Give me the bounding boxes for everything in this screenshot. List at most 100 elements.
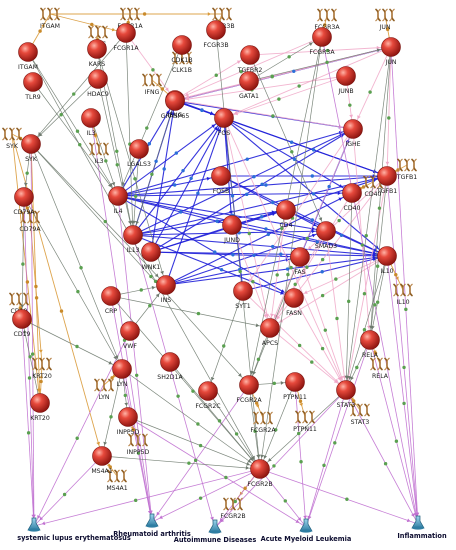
gene-node-FCGR3A[interactable]: FCGR3A xyxy=(314,8,340,31)
edge-junction-dot xyxy=(217,419,222,423)
disease-node-d_SLE[interactable]: systemic lupus erythematosus xyxy=(17,517,131,542)
edge-junction-dot xyxy=(272,381,276,386)
protein-node-SH2D1A[interactable]: SH2D1A xyxy=(157,352,183,382)
protein-node-ITGAM[interactable]: ITGAM xyxy=(18,42,38,72)
protein-node-FCGR2A[interactable]: FCGR2A xyxy=(236,375,262,405)
gene-node-PTPN11[interactable]: PTPN11 xyxy=(293,410,317,433)
edge-junction-dot xyxy=(323,23,327,27)
protein-node-JUND[interactable]: JUND xyxy=(222,215,242,245)
gene-node-TGFB1[interactable]: TGFB1 xyxy=(396,158,417,181)
protein-node-FOSB[interactable]: FOSB xyxy=(211,166,231,196)
edge-FOS-IL10 xyxy=(223,117,388,257)
protein-node-FCGR2C[interactable]: FCGR2C xyxy=(195,381,221,411)
gene-node-JUN[interactable]: JUN xyxy=(374,8,396,31)
protein-sphere-icon xyxy=(123,225,143,245)
protein-node-CD4[interactable]: CD4 xyxy=(276,200,296,230)
disease-node-d_AML[interactable]: Acute Myeloid Leukemia xyxy=(261,518,352,543)
edge-STAT3-d_AML xyxy=(305,389,347,528)
gene-node-ITGAM[interactable]: ITGAM xyxy=(39,7,61,30)
edge-junction-dot xyxy=(260,182,264,187)
gene-node-SYK[interactable]: SYK xyxy=(1,127,23,150)
gene-dna-icon xyxy=(19,210,41,224)
protein-node-CD40[interactable]: CD40 xyxy=(342,183,362,213)
protein-node-SMAD3[interactable]: SMAD3 xyxy=(315,221,337,251)
edge-arrowhead xyxy=(238,373,242,377)
protein-node-KARS[interactable]: KARS xyxy=(87,39,107,69)
gene-node-INPP5D[interactable]: INPP5D xyxy=(127,433,150,456)
protein-node-INS[interactable]: INS xyxy=(156,275,176,305)
edge-SYT1-STAT3 xyxy=(242,290,347,391)
edge-junction-dot xyxy=(333,441,337,445)
gene-label: IL10 xyxy=(396,299,409,306)
gene-label: SYK xyxy=(6,143,19,150)
gene-node-STAT3[interactable]: STAT3 xyxy=(349,403,371,426)
protein-node-SYT1[interactable]: SYT1 xyxy=(233,281,253,311)
protein-node-VWF[interactable]: VWF xyxy=(120,321,140,351)
gene-node-KRT20[interactable]: KRT20 xyxy=(31,357,53,380)
protein-sphere-icon xyxy=(198,381,218,401)
gene-node-IFNG[interactable]: IFNG xyxy=(141,73,163,96)
gene-node-CD79A[interactable]: CD79A xyxy=(19,210,41,233)
gene-node-IL10[interactable]: IL10 xyxy=(392,283,414,306)
protein-node-CRP[interactable]: CRP xyxy=(101,286,121,316)
protein-node-CD19[interactable]: CD19 xyxy=(12,309,32,339)
gene-node-MS4A1[interactable]: MS4A1 xyxy=(106,469,128,492)
protein-node-MS4A1[interactable]: MS4A1 xyxy=(91,446,113,476)
edge-arrowhead xyxy=(121,182,126,186)
gene-dna-icon xyxy=(93,378,115,392)
protein-node-PTPN11[interactable]: PTPN11 xyxy=(283,372,307,402)
edge-junction-dot xyxy=(189,176,193,180)
disease-label: Acute Myeloid Leukemia xyxy=(261,535,352,543)
gene-node-FCGR2B[interactable]: FCGR2B xyxy=(220,497,246,520)
protein-node-TGFBR2[interactable]: TGFBR2 xyxy=(237,45,263,75)
protein-node-STAT3[interactable]: STAT3 xyxy=(336,380,356,410)
gene-node-RELA[interactable]: RELA xyxy=(369,357,391,380)
disease-node-d_INF[interactable]: Inflammation xyxy=(397,515,447,540)
protein-label: KRT20 xyxy=(30,415,50,422)
protein-node-GATA1[interactable]: GATA1 xyxy=(239,71,259,101)
protein-node-GRASP65[interactable]: GRASP65 xyxy=(161,91,190,121)
protein-node-KRT20[interactable]: KRT20 xyxy=(30,393,50,423)
protein-node-IL13[interactable]: IL13 xyxy=(123,225,143,255)
edge-IL4-FASN xyxy=(117,195,295,299)
protein-label: TGFB1 xyxy=(376,188,397,195)
edge-junction-dot xyxy=(139,288,143,292)
edge-arrowhead xyxy=(295,519,300,523)
edge-junction-dot xyxy=(360,243,365,247)
protein-node-CD79A[interactable]: CD79A xyxy=(13,187,35,217)
protein-node-FAS[interactable]: FAS xyxy=(290,247,310,277)
protein-node-IL3[interactable]: IL3 xyxy=(81,108,101,138)
protein-node-SYK[interactable]: SYK xyxy=(21,134,41,164)
edge-junction-dot xyxy=(355,365,359,370)
protein-label: CD19 xyxy=(14,331,31,338)
protein-node-TGFB1[interactable]: TGFB1 xyxy=(376,166,397,196)
protein-node-FCGR1A[interactable]: FCGR1A xyxy=(113,23,139,53)
disease-node-d_AID[interactable]: Autoimmune Diseases xyxy=(174,519,257,544)
protein-node-FASN[interactable]: FASN xyxy=(284,288,304,318)
protein-node-LGALS3[interactable]: LGALS3 xyxy=(127,139,151,169)
protein-node-IGHE[interactable]: IGHE xyxy=(343,119,363,149)
protein-node-FCGR2B[interactable]: FCGR2B xyxy=(247,459,273,489)
protein-node-APCS[interactable]: APCS xyxy=(260,318,280,348)
protein-node-WNK1[interactable]: WNK1 xyxy=(141,242,161,272)
protein-node-TLR9[interactable]: TLR9 xyxy=(23,72,43,102)
protein-node-CLK1[interactable]: CDK1B xyxy=(171,35,193,65)
protein-node-IL10[interactable]: IL10 xyxy=(377,246,397,276)
protein-node-HDAC9[interactable]: HDAC9 xyxy=(87,69,109,99)
edge-arrowhead xyxy=(107,183,112,188)
gene-label: CD79A xyxy=(19,226,41,233)
protein-node-JUNB[interactable]: JUNB xyxy=(336,66,356,96)
gene-node-FCGR2A[interactable]: FCGR2A xyxy=(250,411,276,434)
protein-node-LYN[interactable]: LYN xyxy=(112,359,132,389)
protein-node-INPP5D[interactable]: INPP5D xyxy=(117,407,140,437)
protein-node-JUN[interactable]: JUN xyxy=(381,37,401,67)
protein-node-FCGR3B[interactable]: FCGR3B xyxy=(203,20,229,50)
gene-node-LYN[interactable]: LYN xyxy=(93,378,115,401)
protein-node-FCGR3A[interactable]: FCGR3A xyxy=(309,27,335,57)
protein-node-FOS[interactable]: FOS xyxy=(214,108,234,138)
gene-node-IL3[interactable]: IL3 xyxy=(88,142,110,165)
edge-arrowhead xyxy=(338,184,343,188)
protein-node-IL4[interactable]: IL4 xyxy=(108,186,128,216)
disease-node-d_RA[interactable]: Rheumatoid arthritis xyxy=(113,513,191,538)
protein-node-RELA[interactable]: RELA xyxy=(360,330,380,360)
